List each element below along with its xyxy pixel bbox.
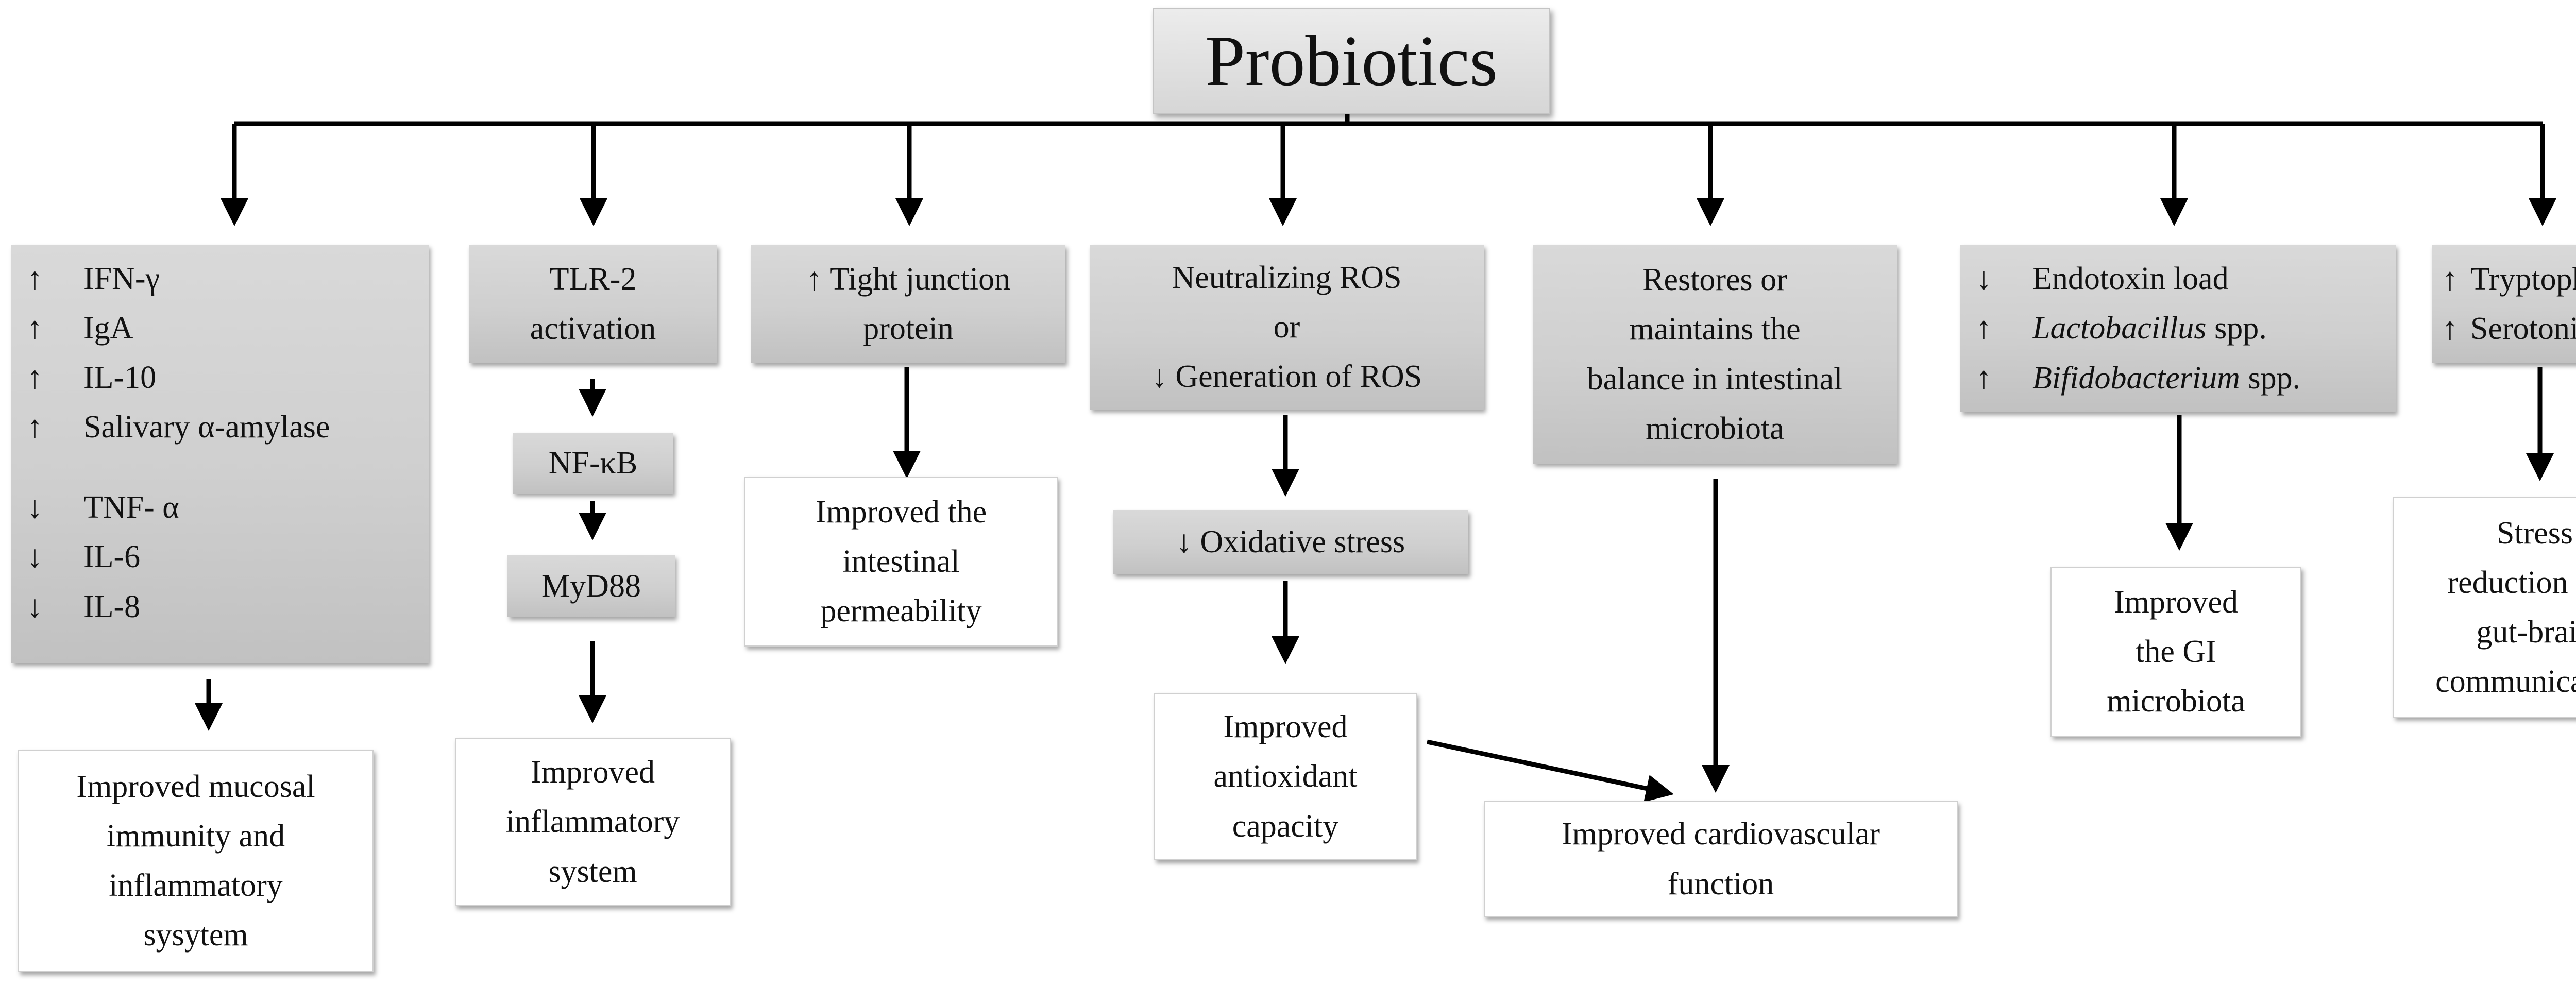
col7-neurotransmitter-box: ↑Tryptophan ↑Serotonin xyxy=(2432,245,2576,363)
col4-oxidative-stress-box: ↓ Oxidative stress xyxy=(1113,510,1468,574)
col2-myd88-box: MyD88 xyxy=(507,555,675,617)
col4-outcome-box: Improved antioxidant capacity xyxy=(1154,693,1417,860)
col1-effect-row: ↓TNF- α xyxy=(27,490,179,525)
col1-effect-row: ↑IL-10 xyxy=(27,360,157,396)
col6-effect-row: ↑Lactobacillus spp. xyxy=(1976,311,2267,346)
col1-effect-row: ↑IFN-γ xyxy=(27,261,160,296)
col3-outcome-box: Improved the intestinal permeability xyxy=(744,477,1058,647)
col6-outcome-box: Improved the GI microbiota xyxy=(2050,567,2301,737)
col1-effect-row: ↑Salivary α-amylase xyxy=(27,410,330,445)
title-text: Probiotics xyxy=(1205,21,1498,101)
cardiovascular-outcome-box: Improved cardiovascular function xyxy=(1484,801,1958,917)
col4-ros-box: Neutralizing ROS or ↓ Generation of ROS xyxy=(1090,245,1484,410)
col7-outcome-box: Stress reduction and gut-brain communica… xyxy=(2393,497,2576,718)
col2-nfkb-box: NF-κB xyxy=(513,433,673,494)
col1-cytokine-box: ↑IFN-γ ↑IgA ↑IL-10 ↑Salivary α-amylase ↓… xyxy=(11,245,429,663)
col1-effect-row: ↓IL-8 xyxy=(27,589,141,624)
col7-effect-row: ↑Tryptophan xyxy=(2442,261,2576,297)
col2-outcome-box: Improved inflammatory system xyxy=(455,738,731,906)
title-box: Probiotics xyxy=(1153,8,1550,114)
col3-tight-junction-box: ↑ Tight junction protein xyxy=(751,245,1065,363)
col2-tlr2-box: TLR-2 activation xyxy=(469,245,717,363)
col1-outcome-box: Improved mucosal immunity and inflammato… xyxy=(18,750,374,972)
col7-effect-row: ↑Serotonin xyxy=(2442,311,2576,346)
col6-effect-row: ↓Endotoxin load xyxy=(1976,261,2229,297)
arrow-col4-cardio xyxy=(1427,739,1674,803)
col6-microbiota-box: ↓Endotoxin load ↑Lactobacillus spp. ↑Bif… xyxy=(1960,245,2396,412)
col5-balance-box: Restores or maintains the balance in int… xyxy=(1533,245,1897,464)
col6-effect-row: ↑Bifidobacterium spp. xyxy=(1976,360,2301,396)
col1-effect-row: ↑IgA xyxy=(27,311,133,346)
col1-effect-row: ↓IL-6 xyxy=(27,539,141,575)
